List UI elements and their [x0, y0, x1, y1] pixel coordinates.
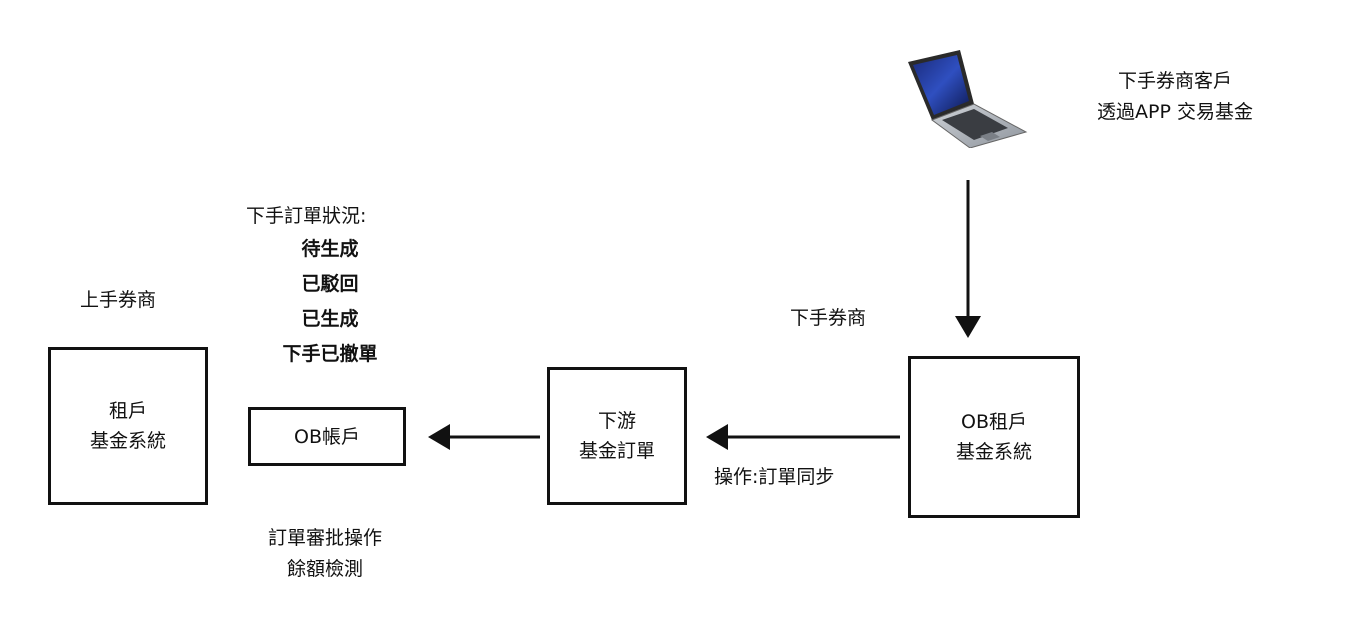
client-label-line2: 透過APP 交易基金 [1097, 101, 1253, 123]
approval-label: 訂單審批操作 餘額檢測 [240, 523, 410, 585]
tenant-fund-system-line1: 租戶 [108, 400, 147, 422]
arrow-downstream-order-to-ob-account [428, 424, 540, 450]
order-status-list: 待生成 已駁回 已生成 下手已撤單 [235, 232, 425, 372]
downstream-fund-order-line2: 基金訂單 [578, 440, 655, 462]
downstream-fund-order-box: 下游 基金訂單 [547, 367, 687, 505]
arrow-client-to-ob-system [955, 180, 981, 338]
laptop-icon [908, 50, 1028, 148]
approval-label-line1: 訂單審批操作 [267, 527, 382, 549]
order-sync-label: 操作:訂單同步 [714, 466, 835, 488]
ob-account-label: OB帳戶 [294, 425, 360, 448]
ob-tenant-fund-system-box: OB租戶 基金系統 [908, 356, 1080, 518]
tenant-fund-system-line2: 基金系統 [89, 430, 166, 452]
downstream-broker-label: 下手券商 [790, 307, 867, 329]
client-label: 下手券商客戶 透過APP 交易基金 [1075, 66, 1275, 128]
upstream-broker-label: 上手券商 [80, 289, 157, 311]
order-status-title: 下手訂單狀況: [246, 205, 367, 227]
order-state-created: 已生成 [301, 308, 359, 330]
approval-label-line2: 餘額檢測 [286, 558, 363, 580]
arrow-ob-system-to-downstream-order [706, 424, 900, 450]
client-label-line1: 下手券商客戶 [1117, 70, 1232, 92]
tenant-fund-system-box: 租戶 基金系統 [48, 347, 208, 505]
order-state-pending: 待生成 [301, 238, 359, 260]
ob-tenant-fund-system-line2: 基金系統 [955, 441, 1032, 463]
order-state-cancelled: 下手已撤單 [282, 343, 378, 365]
order-state-rejected: 已駁回 [301, 273, 359, 295]
ob-tenant-fund-system-line1: OB租戶 [961, 411, 1027, 433]
ob-account-box: OB帳戶 [248, 407, 406, 466]
downstream-fund-order-line1: 下游 [597, 410, 636, 432]
